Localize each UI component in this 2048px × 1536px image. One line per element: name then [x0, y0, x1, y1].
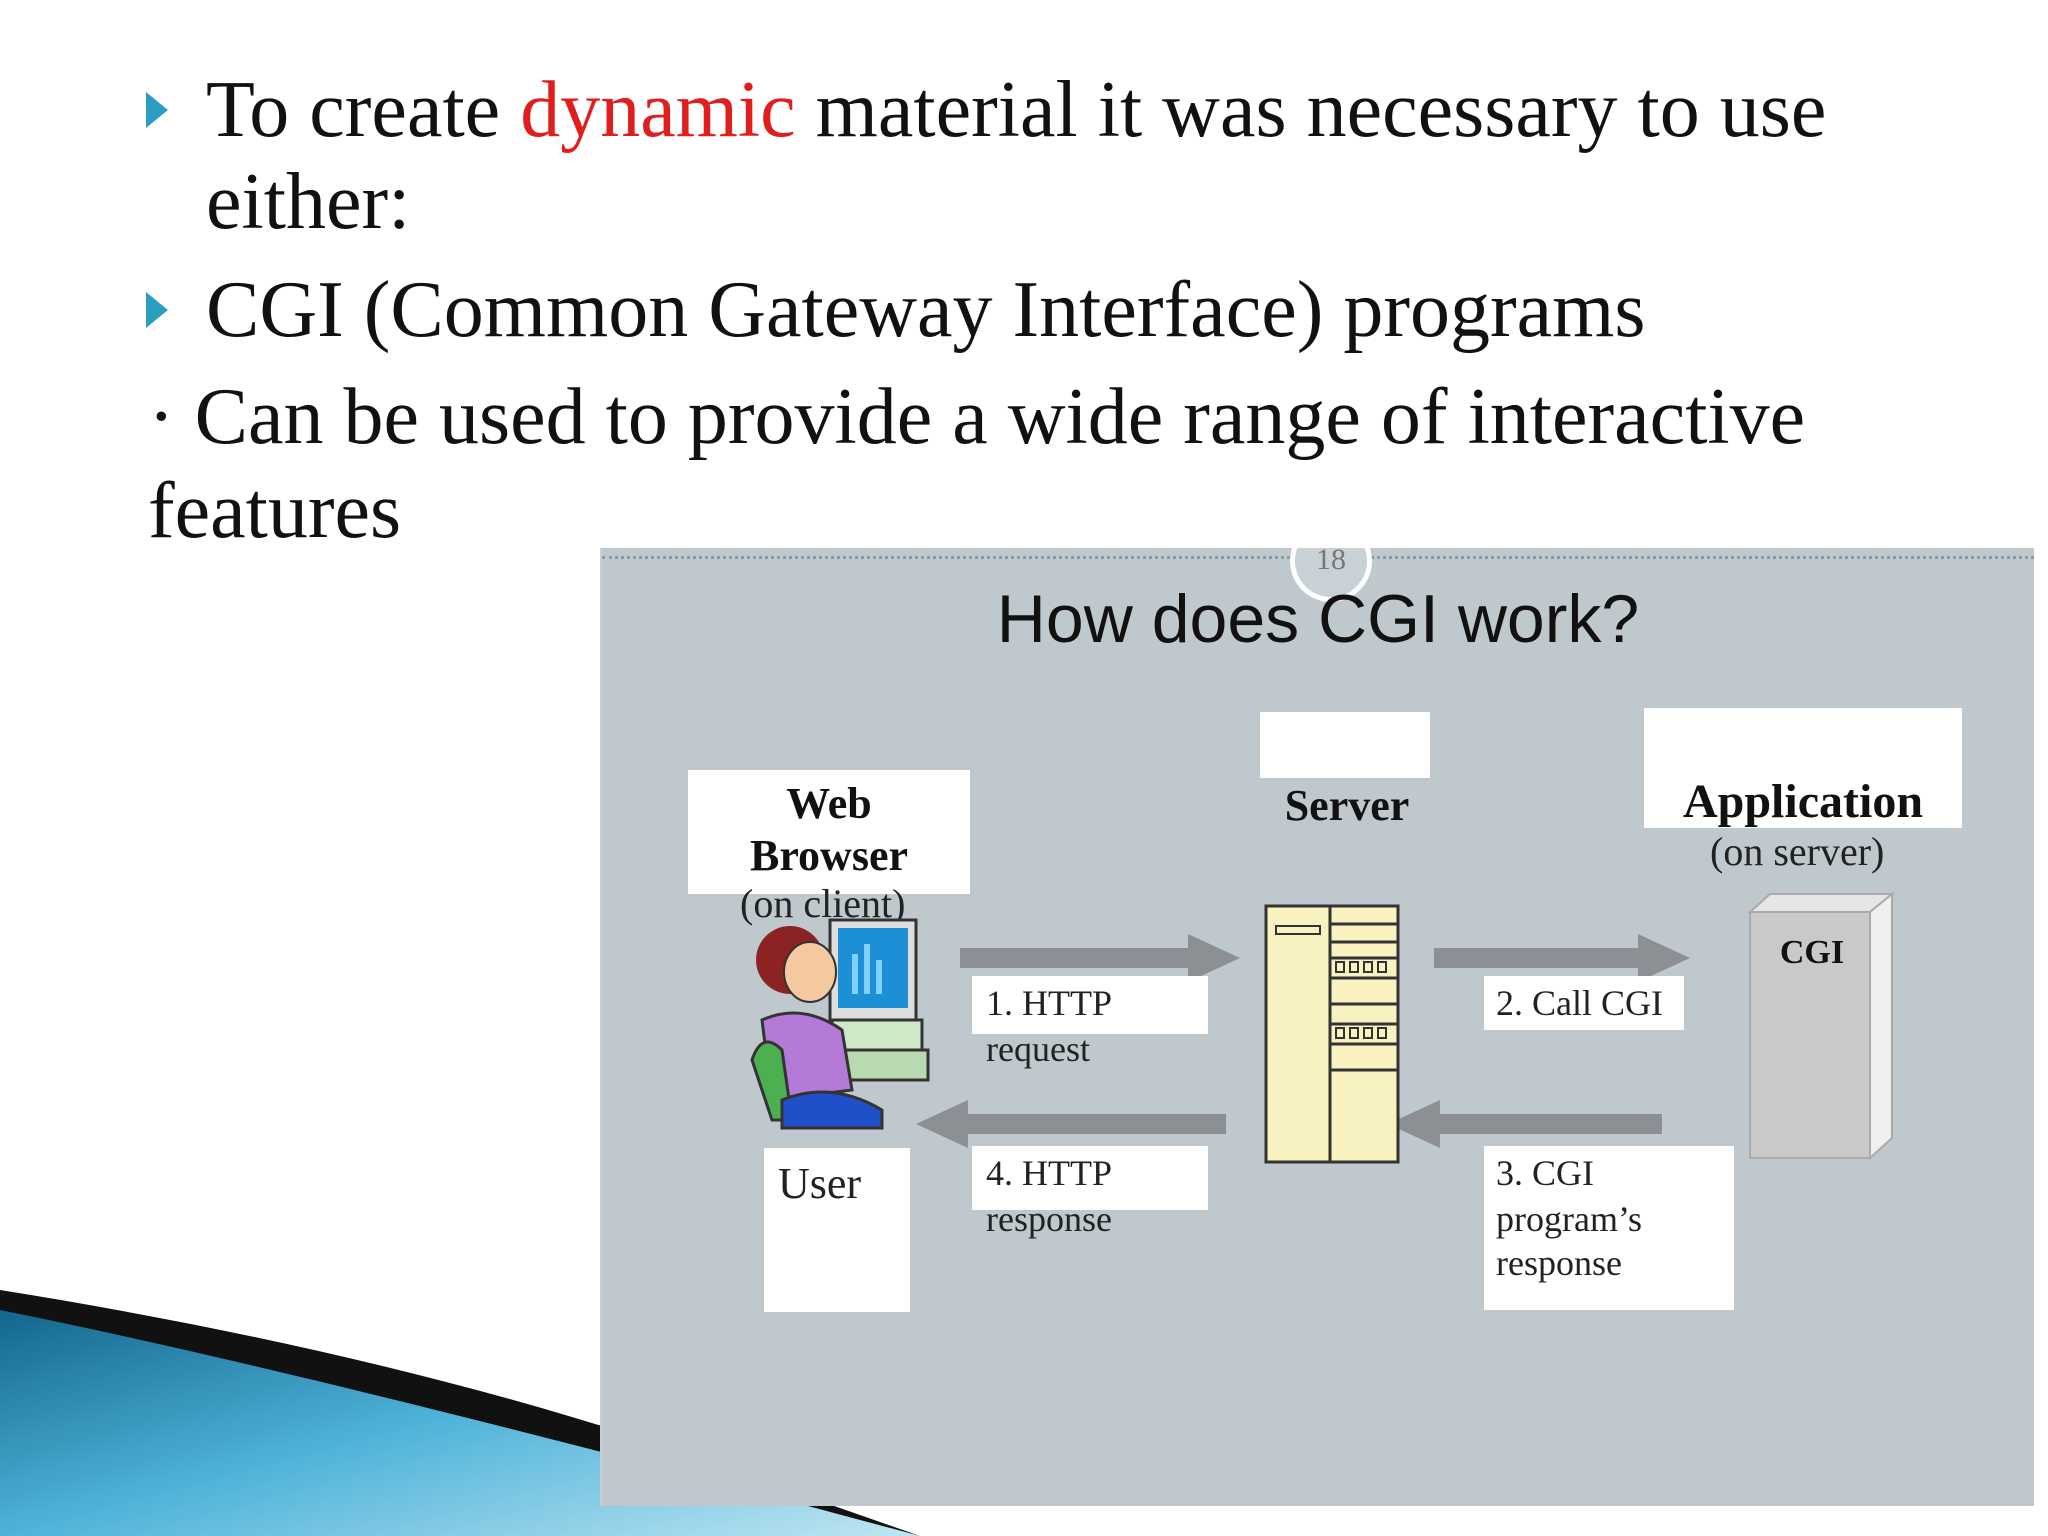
bullet-arrow-icon [146, 292, 168, 328]
user-label: User [778, 1158, 861, 1209]
user-computer-icon [742, 910, 942, 1130]
highlight-word: dynamic [520, 66, 795, 154]
application-label: Application [1644, 774, 1962, 829]
step-3-line2: program’s [1496, 1196, 1642, 1242]
step-1-line1: 1. HTTP [986, 980, 1112, 1026]
browser-label-line2: Browser [688, 830, 970, 881]
arrow-http-response [966, 1114, 1226, 1134]
browser-label-line1: Web [688, 778, 970, 829]
step-4-line1: 4. HTTP [986, 1150, 1112, 1196]
arrow-http-request [960, 948, 1190, 968]
bullet-text-1: To create dynamic material it was necess… [206, 64, 1826, 248]
application-sub-label: (on server) [1710, 828, 1884, 875]
sub-point-text: · Can be used to provide a wide range of… [148, 370, 1848, 558]
bullet-arrow-icon [146, 92, 168, 128]
bullet-text-2: CGI (Common Gateway Interface) programs [206, 264, 1646, 356]
step-1-line2: request [986, 1026, 1090, 1072]
server-label: Server [1252, 780, 1442, 831]
diagram-title: How does CGI work? [602, 580, 2034, 658]
cgi-diagram: 18 How does CGI work? Web Browser (on cl… [600, 548, 2034, 1506]
server-label-box [1260, 712, 1430, 778]
step-3-line3: response [1496, 1240, 1622, 1286]
arrow-cgi-response [1438, 1114, 1662, 1134]
cgi-box-icon [1746, 892, 1896, 1162]
step-2-line1: 2. Call CGI [1496, 980, 1663, 1026]
step-3-line1: 3. CGI [1496, 1150, 1594, 1196]
step-4-line2: response [986, 1196, 1112, 1242]
arrow-call-cgi [1434, 948, 1640, 968]
cgi-box-label: CGI [1750, 934, 1874, 972]
server-icon [1264, 904, 1400, 1166]
